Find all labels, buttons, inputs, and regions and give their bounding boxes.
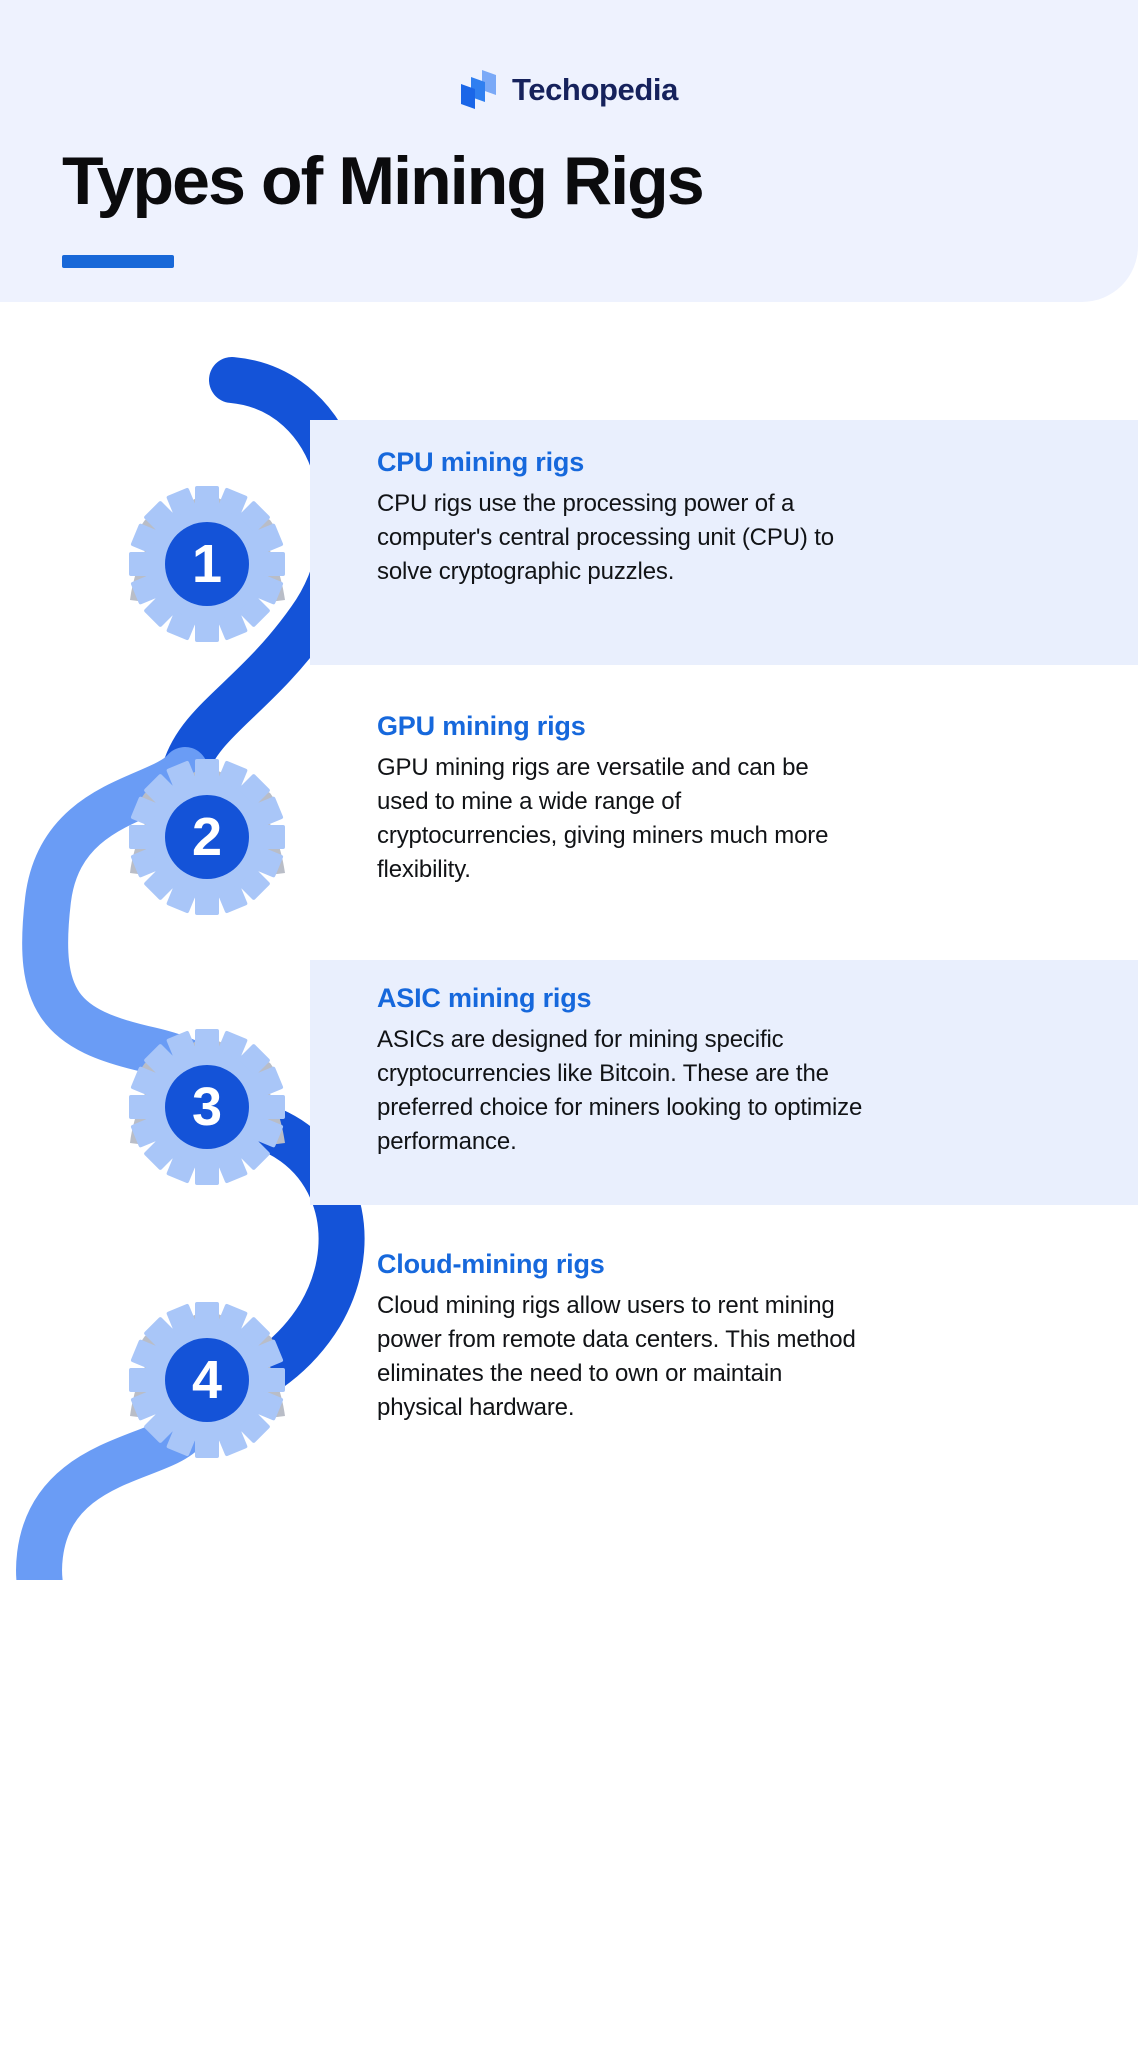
step-row-3: 3 ASIC mining rigs ASICs are designed fo… bbox=[0, 960, 1138, 1205]
step-row-2: 2 GPU mining rigs GPU mining rigs are ve… bbox=[0, 690, 1138, 935]
step-body-3: ASICs are designed for mining specific c… bbox=[377, 1025, 863, 1155]
gear-with-pickaxes-icon: 1 bbox=[129, 486, 285, 642]
step-band-3 bbox=[310, 960, 1138, 1205]
step-icon-3: 3 bbox=[100, 985, 315, 1200]
step-title-4: Cloud-mining rigs bbox=[377, 1249, 605, 1279]
step-number-disc bbox=[165, 1065, 249, 1149]
step-icon-2: 2 bbox=[100, 715, 315, 930]
step-text-3: ASIC mining rigs ASICs are designed for … bbox=[377, 982, 887, 1159]
step-number-1: 1 bbox=[192, 534, 222, 594]
gear-with-pickaxes-icon: 4 bbox=[129, 1302, 285, 1458]
gear-icon bbox=[129, 486, 285, 642]
step-icon-1: 1 bbox=[100, 442, 315, 657]
gear-with-pickaxes-icon: 2 bbox=[129, 759, 285, 915]
step-body-4: Cloud mining rigs allow users to rent mi… bbox=[377, 1291, 856, 1421]
step-row-1: 1 CPU mining rigs CPU rigs use the proce… bbox=[0, 420, 1138, 665]
step-body-2: GPU mining rigs are versatile and can be… bbox=[377, 753, 829, 883]
techopedia-logo-icon bbox=[461, 70, 497, 109]
brand-logo[interactable]: Techopedia bbox=[0, 68, 1138, 110]
step-text-2: GPU mining rigs GPU mining rigs are vers… bbox=[377, 710, 857, 887]
step-number-3: 3 bbox=[192, 1077, 222, 1137]
step-text-1: CPU mining rigs CPU rigs use the process… bbox=[377, 446, 857, 589]
step-title-3: ASIC mining rigs bbox=[377, 983, 592, 1013]
step-number-4: 4 bbox=[192, 1350, 222, 1410]
step-band-1 bbox=[310, 420, 1138, 665]
step-title-2: GPU mining rigs bbox=[377, 711, 586, 741]
step-row-4: 4 Cloud-mining rigs Cloud mining rigs al… bbox=[0, 1228, 1138, 1478]
header-panel: Techopedia Types of Mining Rigs bbox=[0, 0, 1138, 302]
step-text-4: Cloud-mining rigs Cloud mining rigs allo… bbox=[377, 1248, 857, 1425]
step-title-1: CPU mining rigs bbox=[377, 447, 585, 477]
step-number-disc bbox=[165, 795, 249, 879]
step-number-2: 2 bbox=[192, 807, 222, 867]
step-body-1: CPU rigs use the processing power of a c… bbox=[377, 489, 834, 585]
brand-name: Techopedia bbox=[512, 71, 678, 107]
gear-icon bbox=[129, 1302, 285, 1458]
step-number-disc bbox=[165, 522, 249, 606]
page-title: Types of Mining Rigs bbox=[62, 143, 705, 219]
gear-with-pickaxes-icon: 3 bbox=[129, 1029, 285, 1185]
title-underline-rule bbox=[62, 255, 174, 268]
step-icon-4: 4 bbox=[100, 1258, 315, 1473]
step-number-disc bbox=[165, 1338, 249, 1422]
